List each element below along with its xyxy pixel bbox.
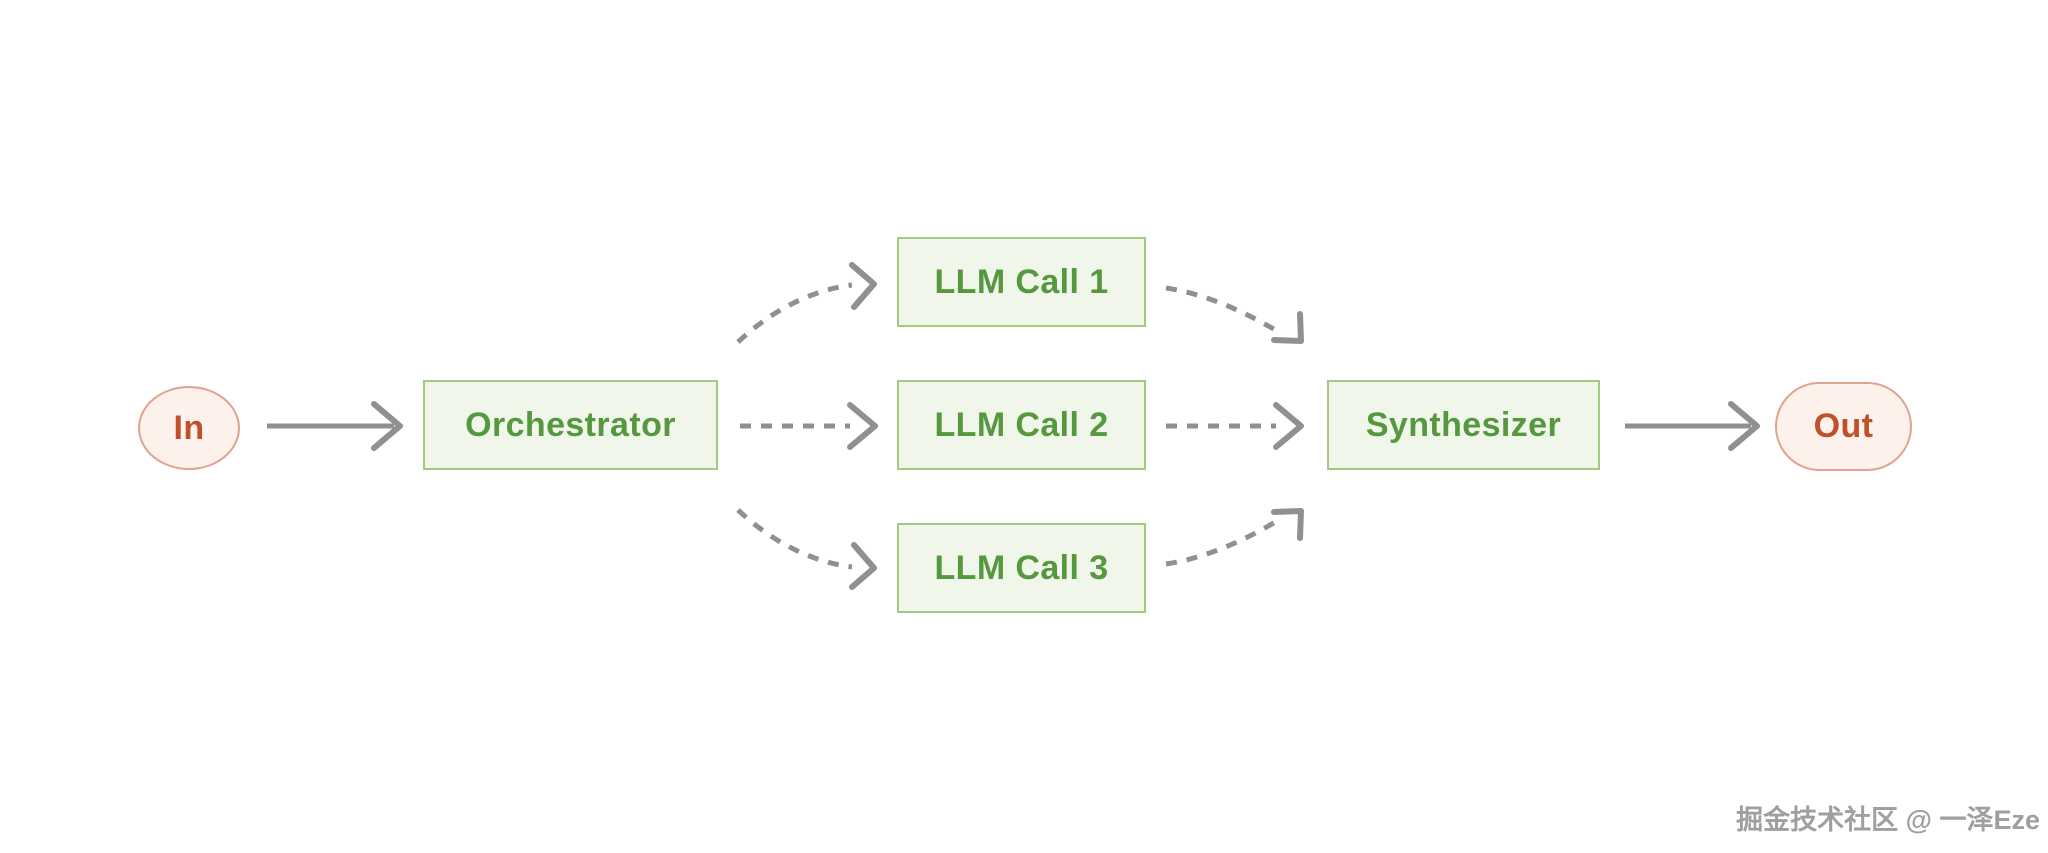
arrow-llm-call-1-to-synthesizer bbox=[1165, 285, 1304, 344]
node-llm-call-2-label: LLM Call 2 bbox=[934, 405, 1109, 444]
node-llm-call-3-label: LLM Call 3 bbox=[934, 548, 1109, 587]
node-llm-call-2: LLM Call 2 bbox=[897, 380, 1146, 470]
node-out-label: Out bbox=[1813, 407, 1874, 445]
arrow-llm-call-3-to-synthesizer bbox=[1165, 508, 1304, 567]
node-llm-call-3: LLM Call 3 bbox=[897, 523, 1146, 613]
node-in-label: In bbox=[173, 408, 205, 447]
arrow-llm-call-2-to-synthesizer bbox=[1166, 402, 1304, 450]
node-synthesizer-label: Synthesizer bbox=[1365, 405, 1562, 444]
arrow-orchestrator-to-llm-call-1 bbox=[736, 262, 877, 344]
node-out: Out bbox=[1775, 382, 1912, 471]
node-llm-call-1-label: LLM Call 1 bbox=[934, 262, 1109, 301]
arrow-in-to-orchestrator bbox=[267, 401, 403, 451]
node-llm-call-1: LLM Call 1 bbox=[897, 237, 1146, 327]
node-in: In bbox=[138, 386, 240, 470]
node-orchestrator-label: Orchestrator bbox=[465, 405, 676, 444]
arrow-orchestrator-to-llm-call-2 bbox=[740, 402, 878, 450]
node-synthesizer: Synthesizer bbox=[1327, 380, 1600, 470]
watermark-text: 掘金技术社区 @ 一泽Eze bbox=[1736, 805, 2040, 835]
arrow-synthesizer-to-out bbox=[1625, 401, 1760, 451]
node-orchestrator: Orchestrator bbox=[423, 380, 718, 470]
arrow-orchestrator-to-llm-call-3 bbox=[736, 508, 877, 590]
